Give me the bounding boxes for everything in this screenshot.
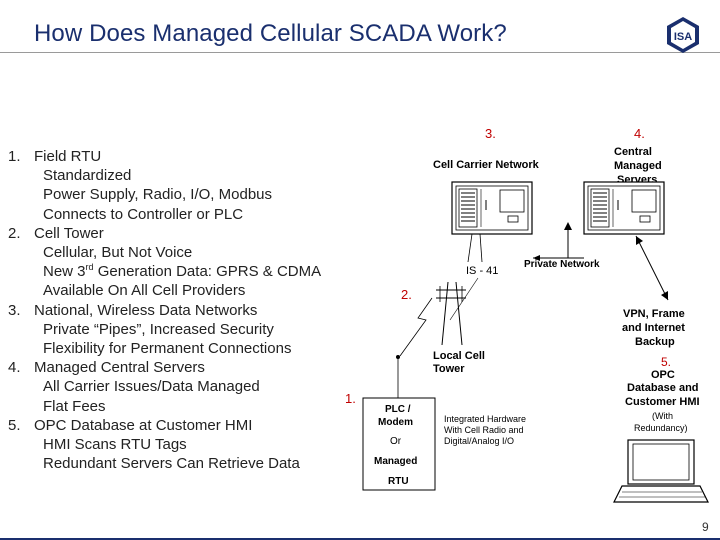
list-subitem: Available On All Cell Providers: [43, 282, 246, 300]
list-subitem: Redundant Servers Can Retrieve Data: [43, 455, 300, 473]
logo-text: ISA: [674, 31, 692, 43]
feature-list: 1. Field RTU Standardized Power Supply, R…: [8, 147, 348, 473]
local-cell-tower-label-2: Tower: [433, 363, 465, 375]
list-label: Managed Central Servers: [34, 359, 205, 377]
list-subitem: All Carrier Issues/Data Managed: [43, 378, 260, 396]
opc-label-3: Customer HMI: [625, 396, 700, 408]
laptop-icon: [613, 439, 709, 503]
list-number: 4.: [8, 359, 21, 377]
central-servers-label-2: Managed: [614, 160, 662, 172]
list-item-3: 3. National, Wireless Data Networks Priva…: [8, 301, 348, 359]
list-item-5: 5. OPC Database at Customer HMI HMI Scans…: [8, 416, 348, 474]
opc-label-1: OPC: [651, 369, 675, 381]
opc-label-2: Database and: [627, 382, 699, 394]
cell-tower-icon: [436, 281, 466, 346]
redundancy-label-2: Redundancy): [634, 423, 688, 433]
list-subitem: Flexibility for Permanent Connections: [43, 340, 292, 358]
list-subitem: Cellular, But Not Voice: [43, 244, 193, 262]
diagram-number-2: 2.: [401, 287, 412, 302]
list-subitem: Standardized: [43, 167, 132, 185]
integrated-hardware-label-3: Digital/Analog I/O: [444, 436, 514, 446]
list-subitem-3g: New 3rd Generation Data: GPRS & CDMA: [43, 262, 322, 281]
list-subitem: Power Supply, Radio, I/O, Modbus: [43, 186, 272, 204]
redundancy-label-1: (With: [652, 411, 673, 421]
list-item-1: 1. Field RTU Standardized Power Supply, R…: [8, 147, 348, 224]
rtu-label-1: PLC /: [385, 404, 411, 415]
list-item-2: 2. Cell Tower Cellular, But Not Voice New…: [8, 224, 348, 301]
rtu-label-3: Or: [390, 436, 402, 447]
list-label: OPC Database at Customer HMI: [34, 416, 253, 434]
list-subitem: Flat Fees: [43, 397, 106, 415]
diagram-number-5: 5.: [661, 355, 671, 369]
carrier-server-icon: [451, 181, 533, 235]
local-cell-tower-label-1: Local Cell: [433, 350, 485, 362]
integrated-hardware-label-1: Integrated Hardware: [444, 414, 526, 424]
list-number: 5.: [8, 416, 21, 434]
diagram-number-1: 1.: [345, 391, 356, 406]
cell-carrier-network-label: Cell Carrier Network: [433, 159, 540, 171]
rtu-box: [362, 397, 436, 491]
list-label: National, Wireless Data Networks: [34, 301, 258, 319]
diagram-number-3: 3.: [485, 126, 496, 141]
list-label: Cell Tower: [34, 224, 104, 242]
vpn-label-3: Backup: [635, 336, 675, 348]
vpn-label-2: and Internet: [622, 322, 685, 334]
rtu-label-4: Managed: [374, 456, 417, 467]
list-subitem: Private “Pipes”, Increased Security: [43, 320, 274, 338]
list-number: 2.: [8, 224, 21, 242]
footer-divider: [0, 538, 720, 540]
page-number: 9: [702, 520, 709, 534]
slide-title: How Does Managed Cellular SCADA Work?: [34, 20, 507, 47]
list-number: 1.: [8, 148, 21, 165]
list-subitem: HMI Scans RTU Tags: [43, 436, 187, 454]
rtu-label-5: RTU: [388, 476, 409, 487]
isa-logo: ISA: [667, 17, 699, 53]
title-divider: [0, 52, 720, 55]
list-subitem: Connects to Controller or PLC: [43, 205, 244, 223]
central-server-icon: [583, 181, 665, 235]
integrated-hardware-label-2: With Cell Radio and: [444, 425, 524, 435]
rtu-label-2: Modem: [378, 417, 413, 428]
diagram-number-4: 4.: [634, 126, 645, 141]
is41-label: IS - 41: [466, 265, 498, 277]
central-servers-label-1: Central: [614, 146, 652, 158]
list-label: Field RTU: [34, 148, 102, 165]
list-item-4: 4. Managed Central Servers All Carrier Is…: [8, 358, 348, 416]
private-network-label: Private Network: [524, 259, 600, 270]
list-number: 3.: [8, 301, 21, 319]
vpn-label-1: VPN, Frame: [623, 308, 685, 320]
